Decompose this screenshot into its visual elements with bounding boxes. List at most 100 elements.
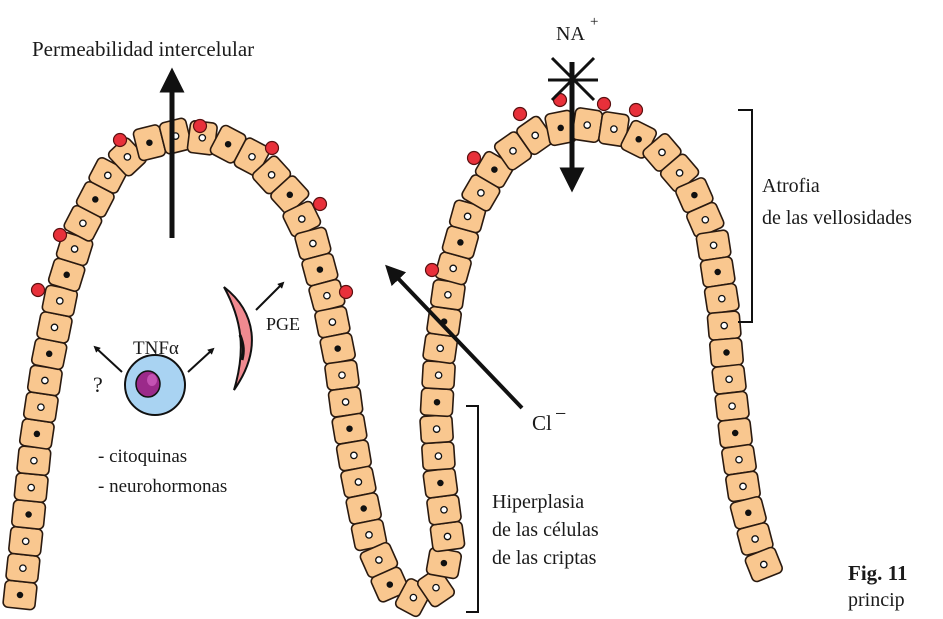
cell-nucleus-icon [444, 533, 450, 539]
cell-nucleus-icon [441, 507, 447, 513]
hyperplasia-label-2: de las células [492, 519, 599, 541]
na-label: NA [556, 23, 585, 45]
hyperplasia-label-1: Hiperplasia [492, 491, 584, 513]
cell-nucleus-icon [410, 594, 416, 600]
cell-nucleus-icon [464, 213, 470, 219]
cell-nucleus-icon [71, 246, 77, 252]
cl-superscript: − [555, 403, 566, 425]
cell-nucleus-icon [329, 319, 335, 325]
cell-nucleus-icon [28, 484, 34, 490]
cell-nucleus-icon [702, 217, 708, 223]
cell-nucleus-icon [64, 272, 69, 277]
pge-label: PGE [266, 314, 300, 334]
figure-number: Fig. 11 [848, 561, 908, 585]
cell-nucleus-icon [361, 506, 366, 511]
cell-nucleus-icon [351, 452, 357, 458]
red-granule [194, 120, 207, 133]
cell-nucleus-icon [584, 122, 590, 128]
cell-nucleus-icon [317, 267, 322, 272]
cell-nucleus-icon [310, 240, 316, 246]
permeability-label: Permeabilidad intercelular [32, 37, 254, 61]
red-granule [598, 98, 611, 111]
cell-nucleus-icon [445, 292, 451, 298]
neurohormones-label: - neurohormonas [98, 476, 227, 497]
cell-nucleus-icon [636, 137, 641, 142]
cell-nucleus-icon [752, 536, 758, 542]
cell-nucleus-icon [736, 457, 742, 463]
cell-nucleus-icon [724, 350, 729, 355]
cell-nucleus-icon [729, 403, 735, 409]
cell-nucleus-icon [51, 324, 57, 330]
cell-nucleus-icon [105, 172, 111, 178]
cell-nucleus-icon [57, 298, 63, 304]
figure-caption: princip [848, 589, 905, 611]
hyperplasia-bracket [466, 406, 478, 612]
hyperplasia-label-3: de las criptas [492, 547, 597, 569]
epithelium-cells [3, 107, 784, 618]
cell-nucleus-icon [26, 512, 31, 517]
question-arrow [96, 348, 122, 372]
cell-nucleus-icon [287, 192, 292, 197]
cell-nucleus-icon [740, 483, 746, 489]
cell-nucleus-icon [199, 135, 205, 141]
cell-nucleus-icon [347, 426, 352, 431]
cl-label: Cl [532, 411, 552, 435]
cell-nucleus-icon [458, 240, 463, 245]
cell-nucleus-icon [710, 242, 716, 248]
cell-nucleus-icon [355, 479, 361, 485]
cell-nucleus-icon [435, 453, 441, 459]
cell-nucleus-icon [17, 592, 22, 597]
pge-arrow [256, 284, 282, 310]
red-granule [54, 229, 67, 242]
cell-nucleus-icon [433, 585, 439, 591]
atrophy-label-1: Atrofia [762, 175, 820, 197]
cytokines-label: - citoquinas [98, 446, 187, 467]
red-granule [114, 134, 127, 147]
cell-nucleus-icon [147, 140, 152, 145]
cell-nucleus-icon [532, 132, 538, 138]
cell-nucleus-icon [450, 265, 456, 271]
na-superscript: + [590, 14, 598, 30]
cell-nucleus-icon [387, 582, 392, 587]
cell-nucleus-icon [47, 351, 52, 356]
red-granule [630, 104, 643, 117]
red-granule [468, 152, 481, 165]
cell-nucleus-icon [719, 296, 725, 302]
cell-nucleus-icon [342, 399, 348, 405]
cell-nucleus-icon [659, 149, 665, 155]
cell-nucleus-icon [611, 126, 617, 132]
cell-nucleus-icon [226, 142, 231, 147]
red-granule [266, 142, 279, 155]
tnf-arrow [188, 350, 212, 372]
cell-nucleus-icon [746, 510, 751, 515]
fibroblast-icon [224, 287, 252, 390]
cell-nucleus-icon [478, 190, 484, 196]
red-granule [514, 108, 527, 121]
tnf-label: TNFα [133, 338, 179, 359]
cell-nucleus-icon [721, 322, 727, 328]
cell-nucleus-icon [23, 538, 29, 544]
cell-nucleus-icon [376, 557, 382, 563]
cell-nucleus-icon [435, 372, 441, 378]
cell-nucleus-icon [733, 430, 738, 435]
cell-nucleus-icon [268, 172, 274, 178]
red-granule [426, 264, 439, 277]
red-granule [314, 198, 327, 211]
cell-nucleus-icon [437, 345, 443, 351]
cell-nucleus-icon [366, 532, 372, 538]
cell-nucleus-icon [335, 346, 340, 351]
cell-nucleus-icon [676, 170, 682, 176]
cell-nucleus-icon [438, 480, 443, 485]
cell-nucleus-icon [510, 148, 516, 154]
cell-nucleus-icon [34, 431, 39, 436]
cell-nucleus-icon [299, 216, 305, 222]
red-granule [340, 286, 353, 299]
cell-nucleus-icon [433, 426, 439, 432]
red-granule [32, 284, 45, 297]
cell-nucleus-icon [20, 565, 26, 571]
cell-nucleus-icon [715, 269, 720, 274]
cell-nucleus-icon [761, 561, 767, 567]
cell-nucleus-icon [38, 404, 44, 410]
macrophage-icon [125, 355, 185, 415]
